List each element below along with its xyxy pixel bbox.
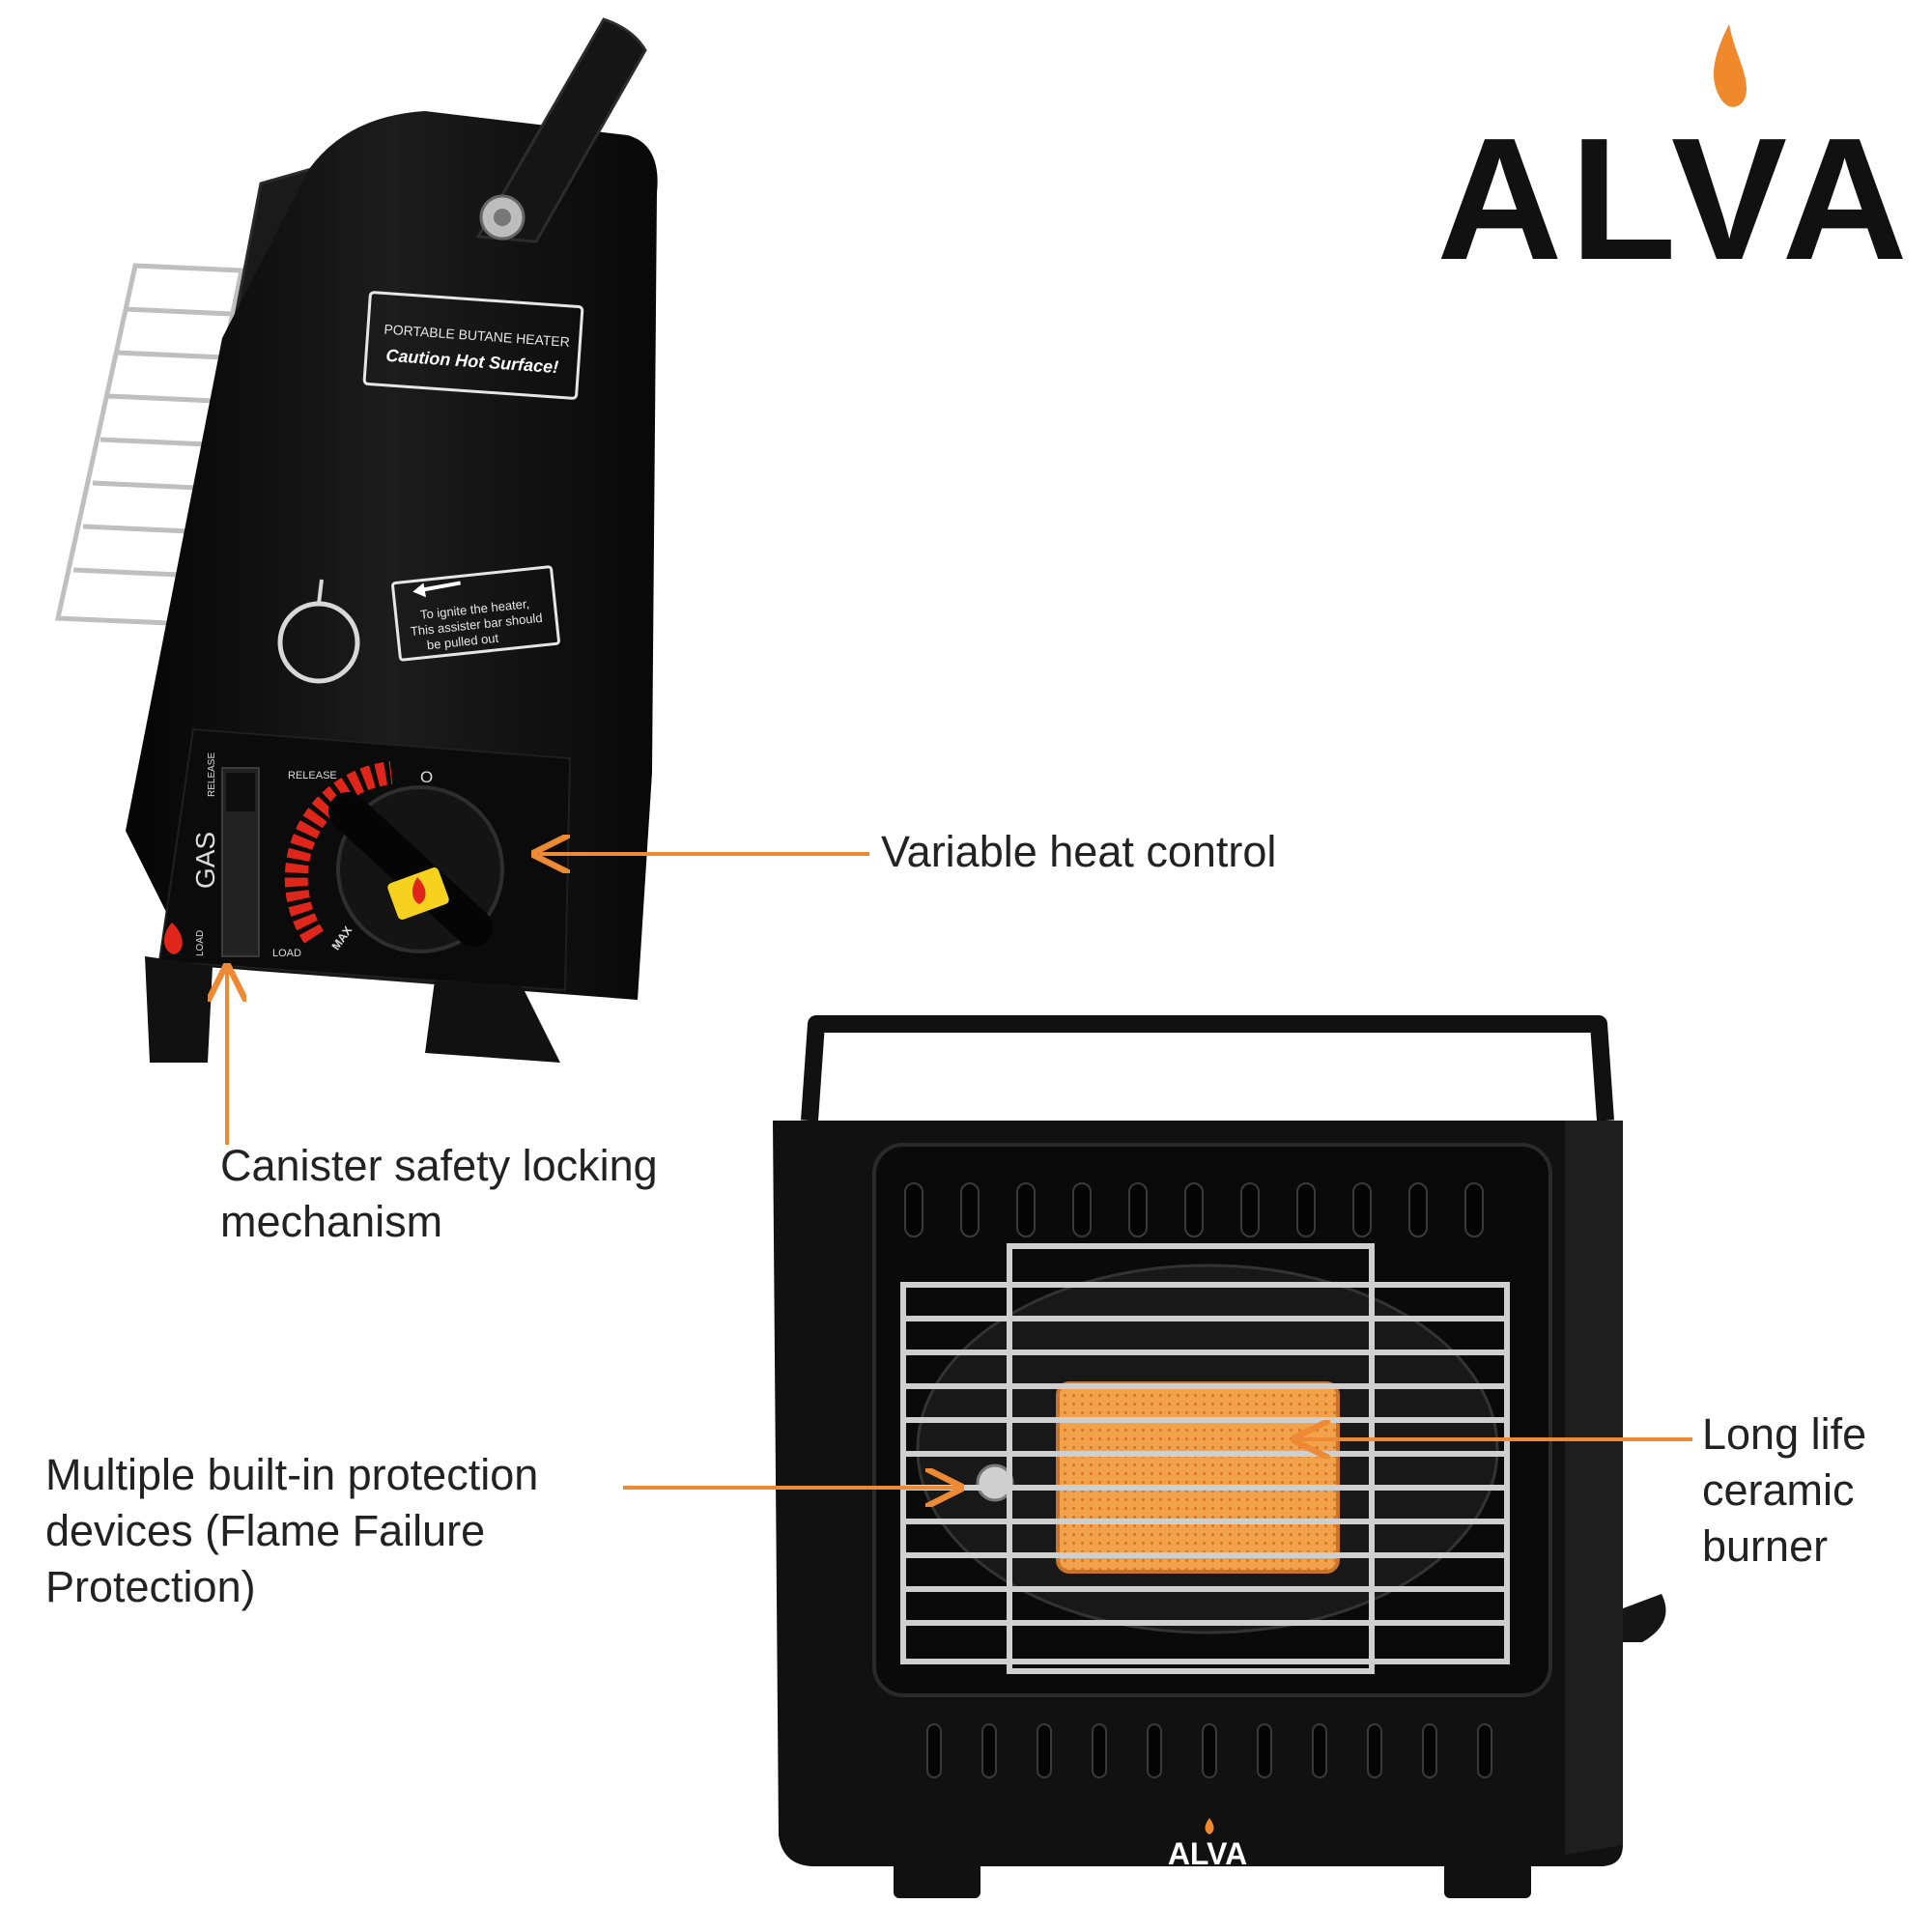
callout-protection-line1: Multiple built-in protection (45, 1450, 539, 1499)
release-label: RELEASE (288, 770, 337, 781)
callout-protection: Multiple built-in protection devices (Fl… (45, 1447, 538, 1615)
flame-icon (412, 877, 426, 904)
callout-burner: Long life ceramic burner (1702, 1406, 1866, 1575)
brand-logo: ALVA (1436, 24, 1915, 297)
front-wire-guard (900, 1243, 1510, 1674)
front-logo: ALVA (1168, 1836, 1247, 1871)
release-vertical-label: RELEASE (207, 753, 217, 797)
load-vertical-label: LOAD (195, 930, 206, 956)
callout-protection-line3: Protection) (45, 1562, 256, 1611)
load-label: LOAD (272, 948, 301, 959)
flame-icon (1205, 1818, 1214, 1834)
gas-lock-slider[interactable]: GAS RELEASE LOAD (190, 753, 260, 957)
front-view-heater: ALVA (773, 1015, 1666, 1898)
flame-indicator-icon (163, 923, 183, 954)
callout-heat-control-text: Variable heat control (881, 827, 1277, 876)
off-symbol: O (420, 768, 433, 786)
top-vents (904, 1182, 1484, 1237)
callout-burner-line3: burner (1702, 1521, 1829, 1571)
ignite-plate (391, 565, 560, 662)
flame-icon (1714, 24, 1747, 107)
callout-burner-line1: Long life (1702, 1409, 1867, 1459)
dial-scale (284, 761, 393, 944)
gas-label: GAS (190, 832, 220, 889)
side-view-heater: PORTABLE BUTANE HEATER Caution Hot Surfa… (54, 17, 658, 1063)
caution-plate (362, 291, 584, 400)
callout-locking: Canister safety locking mechanism (220, 1138, 658, 1250)
heat-control-knob[interactable] (328, 785, 504, 953)
callout-burner-line2: ceramic (1702, 1465, 1855, 1515)
callout-protection-line2: devices (Flame Failure (45, 1506, 486, 1555)
carry-handle (475, 17, 647, 243)
logo-text: ALVA (1436, 102, 1915, 297)
front-handle (801, 1015, 1614, 1122)
callout-arrows (227, 854, 1692, 1488)
bottom-vents (926, 1723, 1492, 1778)
callout-locking-line2: mechanism (220, 1197, 443, 1246)
callout-locking-line1: Canister safety locking (220, 1141, 658, 1190)
callout-heat-control: Variable heat control (881, 824, 1276, 880)
ceramic-burner (1056, 1381, 1340, 1574)
